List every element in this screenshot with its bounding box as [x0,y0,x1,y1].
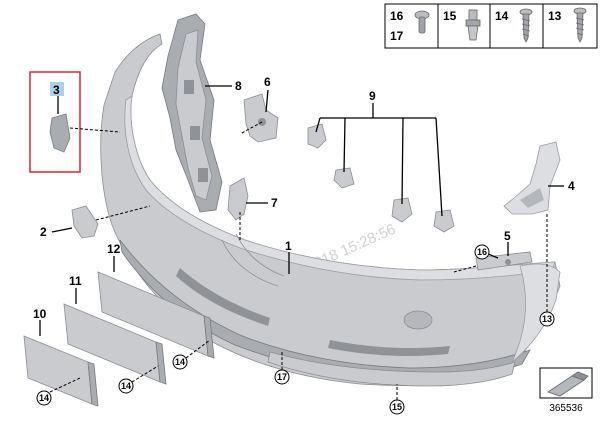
callout-14: 14 [175,357,185,367]
screw-icon [573,7,587,43]
callout-10: 10 [33,307,47,321]
license-plate-base-12 [97,271,215,359]
circled-callout-13: 13 [539,311,555,327]
callout-17: 17 [277,372,287,382]
callout-3: 3 [53,83,60,97]
callout-14: 14 [121,381,131,391]
circled-callout-15: 15 [389,399,405,415]
circled-callout-14-a: 14 [172,354,188,370]
callout-1: 1 [285,239,292,253]
circled-callout-14-c: 14 [36,390,52,406]
fastener-table: 16 17 15 14 13 [384,3,598,49]
table-label-16: 16 [390,9,404,23]
circled-callout-17: 17 [274,369,290,385]
diagram-code: 365536 [549,403,583,414]
circled-callout-14-b: 14 [118,378,134,394]
clip-icon [414,10,430,34]
callout-9: 9 [369,89,376,103]
license-plate-holder-11 [63,303,167,385]
circled-callout-16: 16 [474,244,490,260]
callout-14: 14 [39,393,49,403]
table-label-14: 14 [495,9,509,23]
callout-2: 2 [40,225,47,239]
mount-bracket-7 [227,177,249,221]
callout-11: 11 [69,274,82,288]
callout-16: 16 [477,247,487,257]
callout-15: 15 [392,402,402,412]
callout-labels: 1 2 3 4 5 6 7 8 9 10 11 12 [33,75,575,321]
callout-8: 8 [235,79,242,93]
callout-6: 6 [264,75,271,89]
callout-12: 12 [107,242,121,256]
table-label-17: 17 [390,29,404,43]
callout-13: 13 [542,314,552,324]
callout-5: 5 [504,229,511,243]
expanding-nut-icon [465,9,481,41]
orientation-icon [539,367,593,399]
tow-hook-cover-2 [71,205,151,239]
callout-7: 7 [271,196,278,210]
highlighted-part-3 [29,71,121,173]
clip-set-9 [307,123,455,233]
reinforcement-bracket [161,13,223,213]
callout-4: 4 [568,179,575,193]
mount-bracket-6 [243,93,279,143]
side-bracket-4 [503,141,561,215]
guide-rail-5 [475,251,533,271]
table-label-15: 15 [443,9,457,23]
license-plate-bracket-10 [23,335,99,407]
screw-icon [519,8,533,43]
table-label-13: 13 [548,9,562,23]
leader-lines [39,85,564,400]
